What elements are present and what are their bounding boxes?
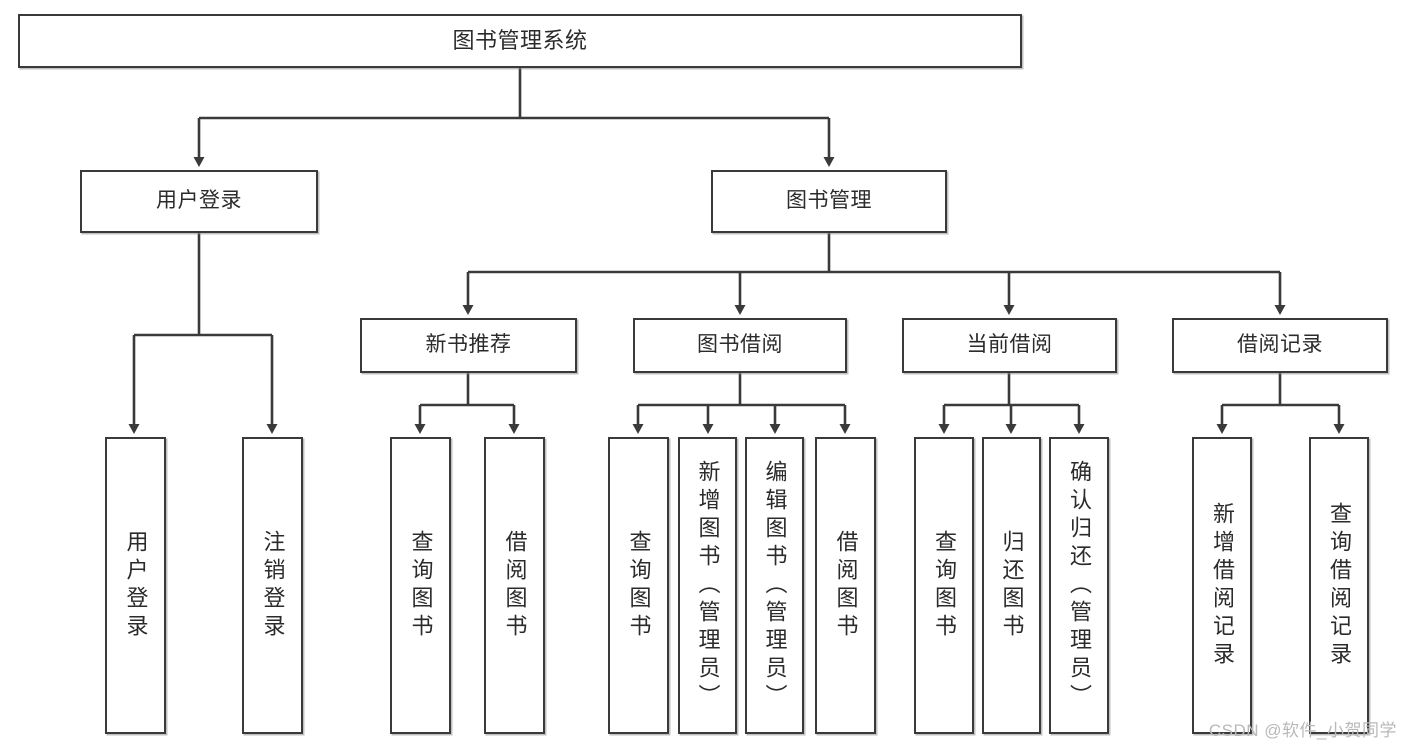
node-leaf-add-book-label: 新增图书（管理员） [695,459,721,712]
node-book-mgmt[interactable]: 图书管理 [711,170,947,233]
node-leaf-add-record-label: 新增借阅记录 [1209,501,1235,670]
node-leaf-return-book-label: 归还图书 [999,529,1025,642]
node-current-borrow[interactable]: 当前借阅 [902,318,1117,373]
node-new-book-rec-label: 新书推荐 [425,333,512,357]
node-leaf-logout[interactable]: 注销登录 [242,437,303,734]
node-leaf-edit-book-label: 编辑图书（管理员） [762,459,788,712]
node-leaf-query-book-a-label: 查询图书 [408,529,434,642]
node-leaf-edit-book[interactable]: 编辑图书（管理员） [745,437,804,734]
node-leaf-confirm-return-label: 确认归还（管理员） [1066,459,1092,712]
node-borrow-record[interactable]: 借阅记录 [1172,318,1388,373]
node-leaf-user-login-label: 用户登录 [123,529,149,642]
node-leaf-user-login[interactable]: 用户登录 [105,437,166,734]
node-root-label: 图书管理系统 [452,28,588,54]
node-leaf-query-book-a[interactable]: 查询图书 [390,437,451,734]
node-leaf-confirm-return[interactable]: 确认归还（管理员） [1049,437,1109,734]
node-book-borrow[interactable]: 图书借阅 [633,318,847,373]
node-leaf-query-record-label: 查询借阅记录 [1326,501,1352,670]
node-root[interactable]: 图书管理系统 [18,14,1022,68]
node-user-login[interactable]: 用户登录 [80,170,318,233]
node-leaf-borrow-book-b-label: 借阅图书 [833,529,859,642]
node-book-borrow-label: 图书借阅 [697,333,783,357]
node-leaf-add-book[interactable]: 新增图书（管理员） [678,437,737,734]
node-leaf-query-book-c-label: 查询图书 [931,529,957,642]
node-leaf-query-book-b[interactable]: 查询图书 [608,437,669,734]
node-leaf-query-book-c[interactable]: 查询图书 [914,437,974,734]
node-leaf-query-record[interactable]: 查询借阅记录 [1309,437,1369,734]
node-user-login-label: 用户登录 [156,189,242,213]
node-leaf-borrow-book-a[interactable]: 借阅图书 [484,437,545,734]
node-leaf-add-record[interactable]: 新增借阅记录 [1192,437,1252,734]
node-book-mgmt-label: 图书管理 [786,189,872,213]
node-leaf-logout-label: 注销登录 [260,529,286,642]
node-leaf-borrow-book-a-label: 借阅图书 [502,529,528,642]
node-leaf-borrow-book-b[interactable]: 借阅图书 [815,437,876,734]
node-leaf-return-book[interactable]: 归还图书 [982,437,1041,734]
node-new-book-rec[interactable]: 新书推荐 [360,318,577,373]
node-borrow-record-label: 借阅记录 [1237,333,1323,357]
node-leaf-query-book-b-label: 查询图书 [626,529,652,642]
node-current-borrow-label: 当前借阅 [966,333,1053,357]
